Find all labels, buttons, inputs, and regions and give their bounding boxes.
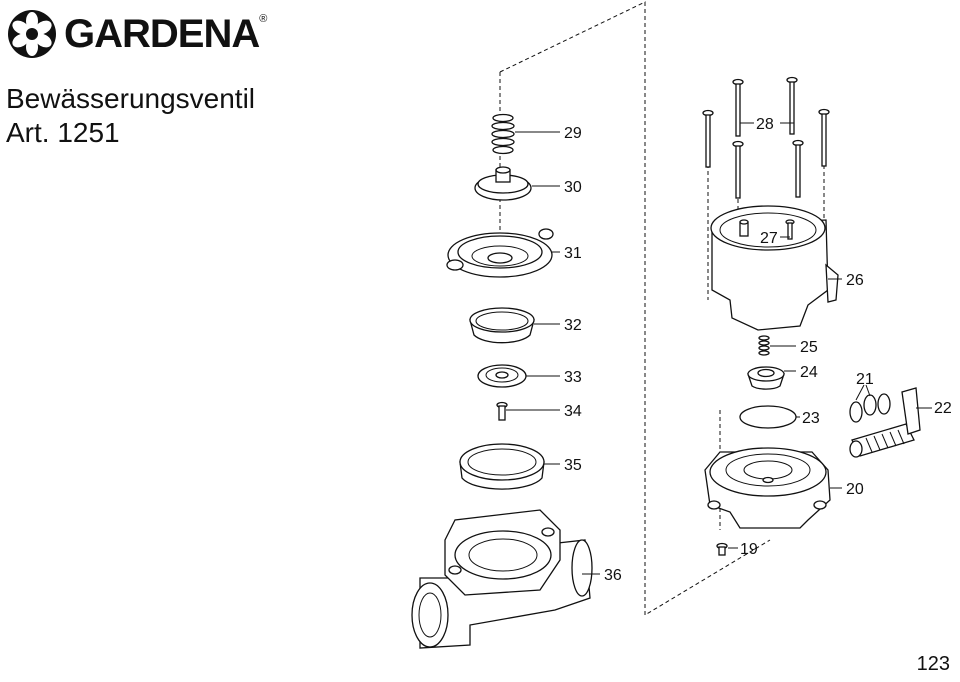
part-labels: 29 30 31 32 33 34 35 36 28 27 26 25 24 2… [564,116,952,584]
part-31-diaphragm [446,228,554,278]
part-22-solenoid [849,387,921,458]
part-28-screws [702,76,830,199]
part-20-lower-housing [704,447,831,529]
part-32-ring [469,307,535,344]
label-36: 36 [604,567,622,584]
part-21-gaskets [849,393,891,423]
label-21: 21 [856,371,874,388]
part-26-top-housing [710,205,839,331]
article-number: Art. 1251 [6,117,120,148]
part-24-plunger [747,366,785,390]
label-23: 23 [802,410,820,427]
label-24: 24 [800,364,818,381]
label-28: 28 [756,116,774,133]
label-27: 27 [760,230,778,247]
label-25: 25 [800,339,818,356]
label-30: 30 [564,179,582,196]
part-35-threaded-ring [459,443,545,490]
label-34: 34 [564,403,582,420]
document-title: Bewässerungsventil Art. 1251 [6,82,255,150]
product-name: Bewässerungsventil [6,83,256,114]
part-36-valve-body [411,509,593,649]
leader-lines [506,122,932,575]
label-33: 33 [564,369,582,386]
brand-name: GARDENA® [64,12,267,56]
part-34-screw [496,401,508,421]
part-27-pin [785,219,795,240]
label-31: 31 [564,245,582,262]
label-26: 26 [846,272,864,289]
part-19-screw [716,542,728,556]
label-20: 20 [846,481,864,498]
label-35: 35 [564,457,582,474]
gardena-logo: GARDENA® [6,8,267,60]
part-33-disc [477,364,527,388]
part-25-spring [758,335,770,356]
label-32: 32 [564,317,582,334]
page-number: 123 [916,653,950,675]
gardena-flower-icon [8,10,56,58]
part-30-cap [474,166,532,201]
label-29: 29 [564,125,582,142]
part-29-spring [491,113,515,155]
part-23-seal [739,405,797,429]
label-19: 19 [740,541,758,558]
label-22: 22 [934,400,952,417]
